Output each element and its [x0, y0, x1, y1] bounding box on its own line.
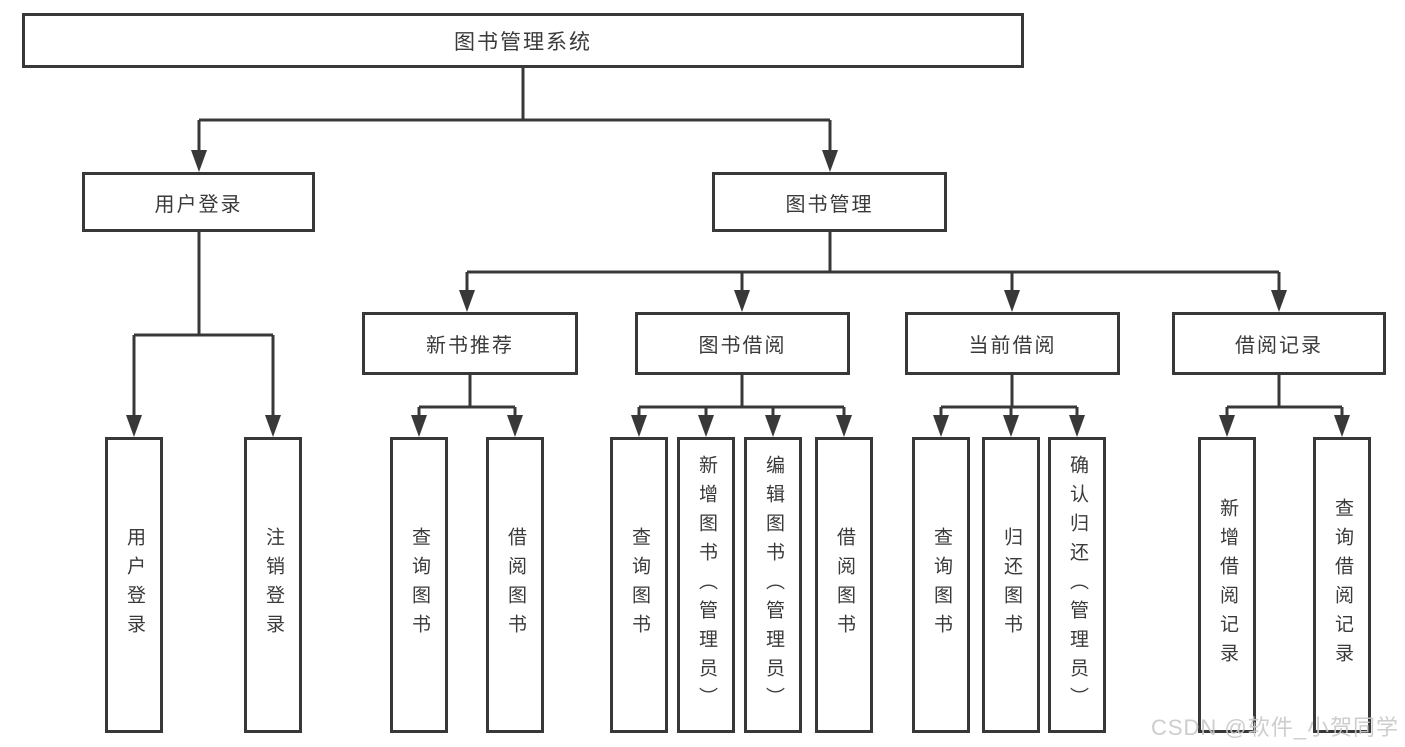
leaf-user-login: 用户登录 [105, 437, 163, 733]
node-root: 图书管理系统 [22, 13, 1024, 68]
leaf-add-books-admin: 新增图书（管理员） [677, 437, 735, 733]
leaf-borrow-books-recommend: 借阅图书 [486, 437, 544, 733]
leaf-logout-login-label: 注销登录 [262, 527, 284, 643]
node-book-management: 图书管理 [712, 172, 947, 232]
node-current-borrowing: 当前借阅 [905, 312, 1120, 375]
node-book-borrowing-label: 图书借阅 [698, 335, 787, 357]
leaf-query-borrow-record: 查询借阅记录 [1313, 437, 1371, 733]
leaf-query-books-current: 查询图书 [912, 437, 970, 733]
leaf-borrow-books: 借阅图书 [815, 437, 873, 733]
leaf-add-borrow-record-label: 新增借阅记录 [1216, 498, 1238, 672]
leaf-user-login-label: 用户登录 [123, 527, 145, 643]
node-root-label: 图书管理系统 [454, 30, 592, 54]
node-user-login: 用户登录 [82, 172, 315, 232]
leaf-add-borrow-record: 新增借阅记录 [1198, 437, 1256, 733]
leaf-add-books-admin-label: 新增图书（管理员） [695, 454, 717, 716]
leaf-confirm-return-admin-label: 确认归还（管理员） [1066, 454, 1088, 716]
node-new-book-recommendation-label: 新书推荐 [426, 335, 514, 357]
node-new-book-recommendation: 新书推荐 [362, 312, 578, 375]
leaf-query-books-recommend-label: 查询图书 [408, 527, 430, 643]
leaf-query-books-current-label: 查询图书 [930, 527, 952, 643]
node-book-management-label: 图书管理 [785, 193, 874, 216]
leaf-confirm-return-admin: 确认归还（管理员） [1048, 437, 1106, 733]
leaf-return-books-label: 归还图书 [1000, 527, 1022, 643]
node-user-login-label: 用户登录 [154, 193, 243, 216]
leaf-edit-books-admin: 编辑图书（管理员） [744, 437, 802, 733]
node-borrowing-records: 借阅记录 [1172, 312, 1386, 375]
leaf-edit-books-admin-label: 编辑图书（管理员） [762, 454, 784, 716]
leaf-logout-login: 注销登录 [244, 437, 302, 733]
leaf-query-books-borrow-label: 查询图书 [628, 527, 650, 643]
leaf-borrow-books-label: 借阅图书 [833, 527, 855, 643]
node-current-borrowing-label: 当前借阅 [968, 335, 1057, 357]
leaf-query-books-recommend: 查询图书 [390, 437, 448, 733]
leaf-return-books: 归还图书 [982, 437, 1040, 733]
node-book-borrowing: 图书借阅 [635, 312, 850, 375]
leaf-query-borrow-record-label: 查询借阅记录 [1331, 498, 1353, 672]
leaf-borrow-books-recommend-label: 借阅图书 [504, 527, 526, 643]
watermark-text: CSDN @软件_小贺同学 [1150, 715, 1399, 740]
node-borrowing-records-label: 借阅记录 [1235, 335, 1323, 357]
leaf-query-books-borrow: 查询图书 [610, 437, 668, 733]
